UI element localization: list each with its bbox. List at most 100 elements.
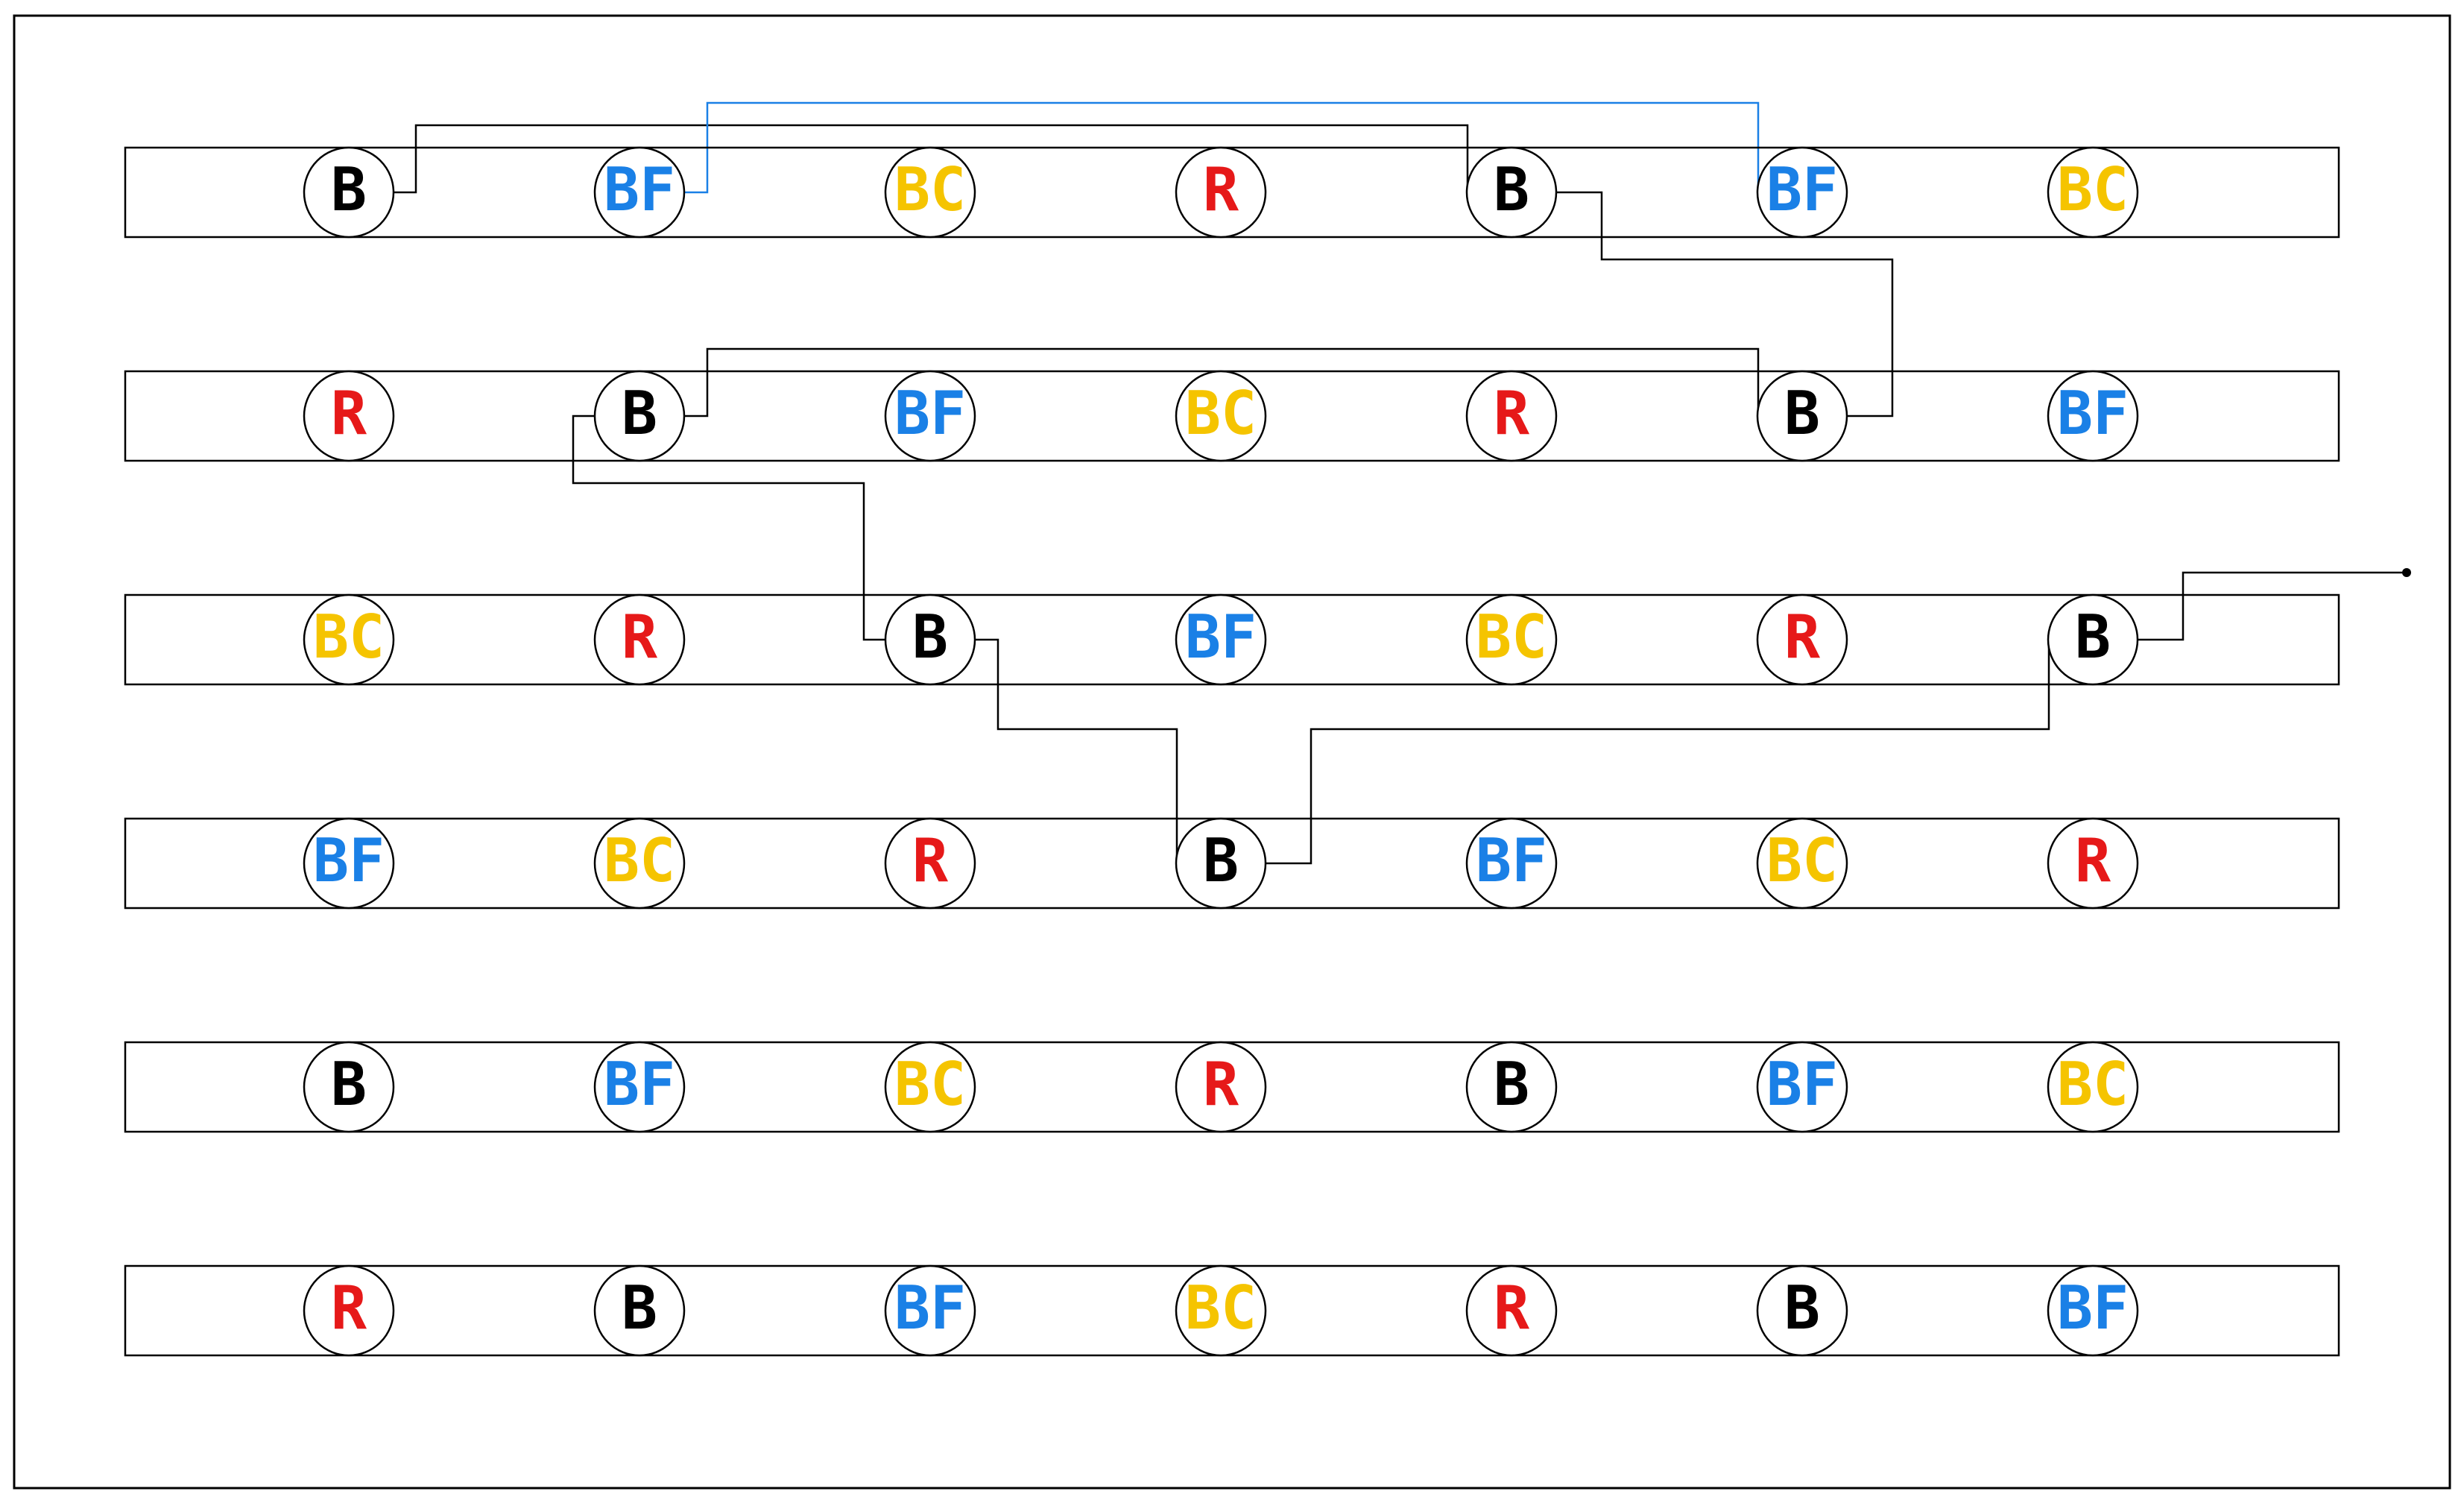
wire-r3b3-r4b4 [975, 638, 1178, 865]
node-bf: BF [1465, 817, 1558, 910]
row-bar [124, 1041, 2340, 1133]
node-circle [2047, 146, 2139, 239]
node-r: R [1465, 370, 1558, 462]
node-circle [1756, 370, 1848, 462]
node-bf: BF [303, 817, 395, 910]
node-label: R [2075, 826, 2111, 895]
node-label: BC [1476, 602, 1547, 672]
node-bc: BC [884, 1041, 976, 1133]
row-bar [124, 370, 2340, 462]
node-label: B [331, 155, 367, 224]
node-label: R [1494, 1273, 1530, 1343]
node-circle [1175, 1041, 1267, 1133]
wire-r2b2-r3b3 [572, 415, 885, 641]
node-bf: BF [2047, 370, 2139, 462]
node-b: B [593, 1264, 686, 1357]
node-bf: BF [884, 1264, 976, 1357]
node-label: R [331, 1273, 367, 1343]
wire-r4b4-r3b7 [1266, 638, 2050, 865]
node-label: B [1203, 826, 1239, 895]
node-b: B [2047, 593, 2139, 686]
row-4: BF BC R B BF BC R [124, 817, 2340, 910]
node-label: BF [1185, 602, 1257, 672]
node-circle [2047, 370, 2139, 462]
node-label: BC [894, 155, 966, 224]
node-bf: BF [1756, 146, 1848, 239]
node-b: B [1756, 370, 1848, 462]
node-label: B [2075, 602, 2111, 672]
node-bc: BC [593, 817, 686, 910]
node-label: BF [2057, 379, 2129, 448]
node-b: B [303, 1041, 395, 1133]
node-circle [1465, 593, 1558, 686]
node-label: BC [1766, 826, 1838, 895]
node-label: BF [1766, 1050, 1838, 1119]
node-r: R [303, 1264, 395, 1357]
output-terminal [2402, 568, 2411, 577]
node-b: B [303, 146, 395, 239]
node-circle [884, 370, 976, 462]
node-circle [303, 1264, 395, 1357]
node-r: R [1465, 1264, 1558, 1357]
node-r: R [2047, 817, 2139, 910]
node-label: BF [604, 1050, 675, 1119]
node-b: B [1465, 1041, 1558, 1133]
row-bar [124, 146, 2340, 239]
node-label: B [1494, 1050, 1529, 1119]
node-b: B [1175, 817, 1267, 910]
node-circle [884, 593, 976, 686]
node-r: R [884, 817, 976, 910]
node-label: B [912, 602, 948, 672]
node-circle [1465, 817, 1558, 910]
node-circle [593, 146, 686, 239]
row-bar [124, 593, 2340, 686]
node-circle [2047, 1264, 2139, 1357]
node-circle [593, 593, 686, 686]
node-bc: BC [2047, 146, 2139, 239]
node-circle [1756, 593, 1848, 686]
node-label: B [622, 1273, 657, 1343]
node-circle [303, 817, 395, 910]
node-label: BC [604, 826, 675, 895]
node-label: B [1494, 155, 1529, 224]
node-circle [1756, 817, 1848, 910]
node-label: R [1494, 379, 1530, 448]
node-b: B [593, 370, 686, 462]
node-r: R [303, 370, 395, 462]
node-bc: BC [1175, 1264, 1267, 1357]
node-bc: BC [1465, 593, 1558, 686]
node-circle [1465, 370, 1558, 462]
node-bc: BC [1756, 817, 1848, 910]
node-b: B [1465, 146, 1558, 239]
node-label: R [1784, 602, 1821, 672]
node-label: R [622, 602, 658, 672]
node-circle [1465, 146, 1558, 239]
node-bf: BF [593, 146, 686, 239]
node-bc: BC [884, 146, 976, 239]
node-circle [303, 146, 395, 239]
node-circle [1465, 1041, 1558, 1133]
node-label: BC [1185, 379, 1257, 448]
node-circle [1175, 593, 1267, 686]
node-label: BF [1766, 155, 1838, 224]
node-circle [884, 817, 976, 910]
node-bc: BC [1175, 370, 1267, 462]
node-label: BC [2057, 155, 2129, 224]
node-label: BF [2057, 1273, 2129, 1343]
node-label: B [622, 379, 657, 448]
node-b: B [884, 593, 976, 686]
node-circle [303, 1041, 395, 1133]
node-b: B [1756, 1264, 1848, 1357]
outer-frame [13, 14, 2451, 1490]
node-bf: BF [1756, 1041, 1848, 1133]
node-circle [1175, 1264, 1267, 1357]
row-bar [124, 1264, 2340, 1357]
node-bf: BF [2047, 1264, 2139, 1357]
node-r: R [1756, 593, 1848, 686]
node-circle [884, 146, 976, 239]
node-circle [1175, 146, 1267, 239]
node-label: BC [894, 1050, 966, 1119]
node-circle [1175, 370, 1267, 462]
